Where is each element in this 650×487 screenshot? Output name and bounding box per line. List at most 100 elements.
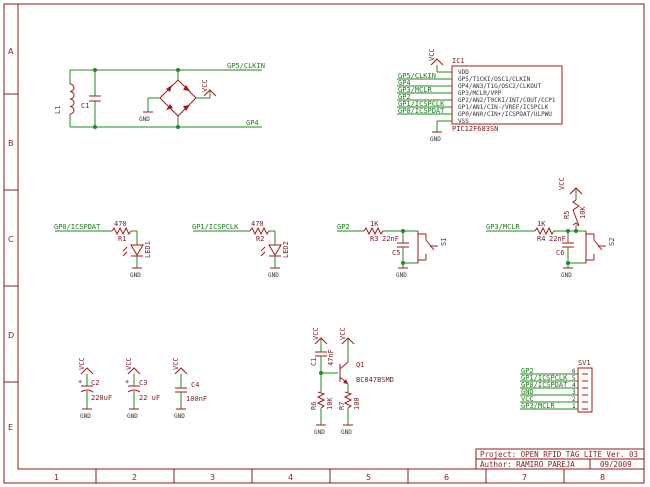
- switch-s1-circuit: GP2 1K R3 22nF C5 GND S1: [337, 220, 448, 279]
- header-sv1: SV1 GP2 GP1/ICSPCLK GP0/ICSPDAT GND VCC …: [520, 359, 593, 413]
- res-value: 470: [114, 220, 127, 228]
- gnd-label: GND: [130, 272, 141, 279]
- q-ref: Q1: [356, 361, 364, 369]
- header-net: GND: [521, 388, 534, 396]
- res-ref: R4: [537, 235, 545, 243]
- gnd-label: GND: [396, 272, 407, 279]
- cap-ref: C2: [91, 379, 99, 387]
- gnd-label: GND: [174, 413, 185, 420]
- cap-value: 100nF: [186, 395, 207, 403]
- header-net: GP0/ICSPDAT: [521, 381, 568, 389]
- gnd-label: GND: [314, 429, 325, 436]
- vcc-label: VCC: [125, 357, 133, 370]
- ic-net: GP5/CLKIN: [398, 72, 436, 80]
- col-label: 7: [522, 473, 527, 482]
- net-label: GP5/CLKIN: [227, 62, 265, 70]
- vcc-label: VCC: [339, 327, 347, 340]
- svg-text:+: +: [78, 378, 82, 386]
- header-pin: 6: [572, 368, 576, 375]
- transistor-section: VCC C1 47nF R6 10K GND Q1 BC847BSMD VCC …: [310, 327, 394, 436]
- ic-pin: GP3/MCLR/VPP: [458, 90, 502, 97]
- switch-ref: S2: [608, 238, 616, 246]
- header-net: GP1/ICSPCLK: [521, 374, 568, 382]
- vcc-label: VCC: [312, 327, 320, 340]
- cap-ref: C5: [392, 249, 400, 257]
- led1-circuit: GP0/ICSPDAT 470 R1 LED1 GND: [54, 220, 152, 279]
- row-label: E: [8, 423, 13, 432]
- gnd-label: GND: [139, 116, 150, 123]
- header-net: VCC: [521, 395, 534, 403]
- col-label: 4: [288, 473, 293, 482]
- res-value: 10K: [326, 397, 334, 410]
- gnd-label: GND: [561, 272, 572, 279]
- ic-ref: IC1: [452, 57, 465, 65]
- ic-pin: GP0/AN0/CIN+/ICSPDAT/ULPWU: [458, 111, 552, 118]
- net-label: GP3/MCLR: [486, 223, 521, 231]
- gnd-label: GND: [341, 429, 352, 436]
- cap-ref: C4: [191, 381, 199, 389]
- led2-circuit: GP1/ICSPCLK 470 R2 LED2 GND: [192, 220, 290, 279]
- ic-pin: GP2/AN2/T0CKI/INT/COUT/CCP1: [458, 97, 556, 104]
- col-label: 6: [444, 473, 449, 482]
- ic-pin: GP4/AN3/T1G/OSC2/CLKOUT: [458, 83, 541, 90]
- svg-text:+: +: [125, 378, 129, 386]
- pullup-value: 10K: [579, 206, 587, 219]
- gnd-label: GND: [80, 413, 91, 420]
- vcc-label: VCC: [558, 177, 566, 190]
- ic-net: GP2: [398, 93, 411, 101]
- res-ref: R7: [338, 402, 346, 410]
- date: 09/2009: [600, 460, 632, 469]
- header-net: GP2: [521, 367, 534, 375]
- res-ref: R6: [310, 402, 318, 410]
- antenna-rectifier-section: L1 C1 VCC GND GP5/CLKIN GP4: [54, 62, 265, 129]
- cap-value: 220uF: [91, 394, 112, 402]
- col-label: 3: [210, 473, 215, 482]
- ic-pin: VDD: [458, 69, 469, 76]
- header-pin: 1: [572, 403, 576, 410]
- project-title: Project: OPEN RFID TAG LITE Ver. 03: [480, 450, 638, 459]
- res-ref: R3: [370, 235, 378, 243]
- vcc-symbol: [203, 89, 217, 97]
- res-ref: R1: [118, 235, 126, 243]
- inductor-l1: [69, 83, 75, 115]
- net-label: GP4: [246, 119, 259, 127]
- header-pin: 3: [572, 389, 576, 396]
- vcc-label: VCC: [78, 357, 86, 370]
- res-value: 1K: [537, 220, 546, 228]
- res-ref: R2: [256, 235, 264, 243]
- vcc-label: VCC: [172, 357, 180, 370]
- pullup-ref: R5: [563, 211, 571, 219]
- row-label: C: [8, 235, 14, 244]
- decoupling-caps: VCC + C2 220uF GND VCC + C3 22 uF GND VC…: [78, 357, 207, 420]
- gnd-label: GND: [268, 272, 279, 279]
- ic-net: GP3/MCLR: [398, 86, 433, 94]
- ic-net: GP1/ICSPCLK: [398, 100, 445, 108]
- header-net: GP3/MCLR: [521, 402, 556, 410]
- net-label: GP0/ICSPDAT: [54, 223, 101, 231]
- sheet-frame: A B C D E 1 2 3 4 5 6 7 8: [3, 3, 645, 484]
- cap-ref: C3: [139, 379, 147, 387]
- cap-value: 22nF: [549, 235, 566, 243]
- ic-pin: GP5/T1CKI/OSC1/CLKIN: [458, 76, 531, 83]
- cap-ref: C6: [556, 249, 564, 257]
- row-label: D: [8, 331, 14, 340]
- header-pin: 4: [572, 382, 576, 389]
- cap-value: 22nF: [382, 235, 399, 243]
- vcc-label: VCC: [201, 79, 209, 92]
- col-label: 8: [600, 473, 605, 482]
- row-label: A: [8, 47, 14, 56]
- ic-pic12f683: IC1 PIC12F683SN VCC GND GP5/CLKIN GP4 GP…: [397, 48, 563, 143]
- col-label: 1: [54, 473, 59, 482]
- led-ref: LED1: [144, 241, 152, 258]
- author: Author: RAMIRO PAREJA: [480, 460, 575, 469]
- c1-label: C1: [81, 102, 89, 110]
- res-value: 470: [251, 220, 264, 228]
- bridge-rectifier: [159, 79, 197, 117]
- ic-pin: GP1/AN1/CIN-/VREF/ICSPCLK: [458, 104, 549, 111]
- header-ref: SV1: [578, 359, 591, 367]
- col-label: 5: [366, 473, 371, 482]
- gnd-label: GND: [127, 413, 138, 420]
- header-pin: 5: [572, 375, 576, 382]
- res-value: 1K: [370, 220, 379, 228]
